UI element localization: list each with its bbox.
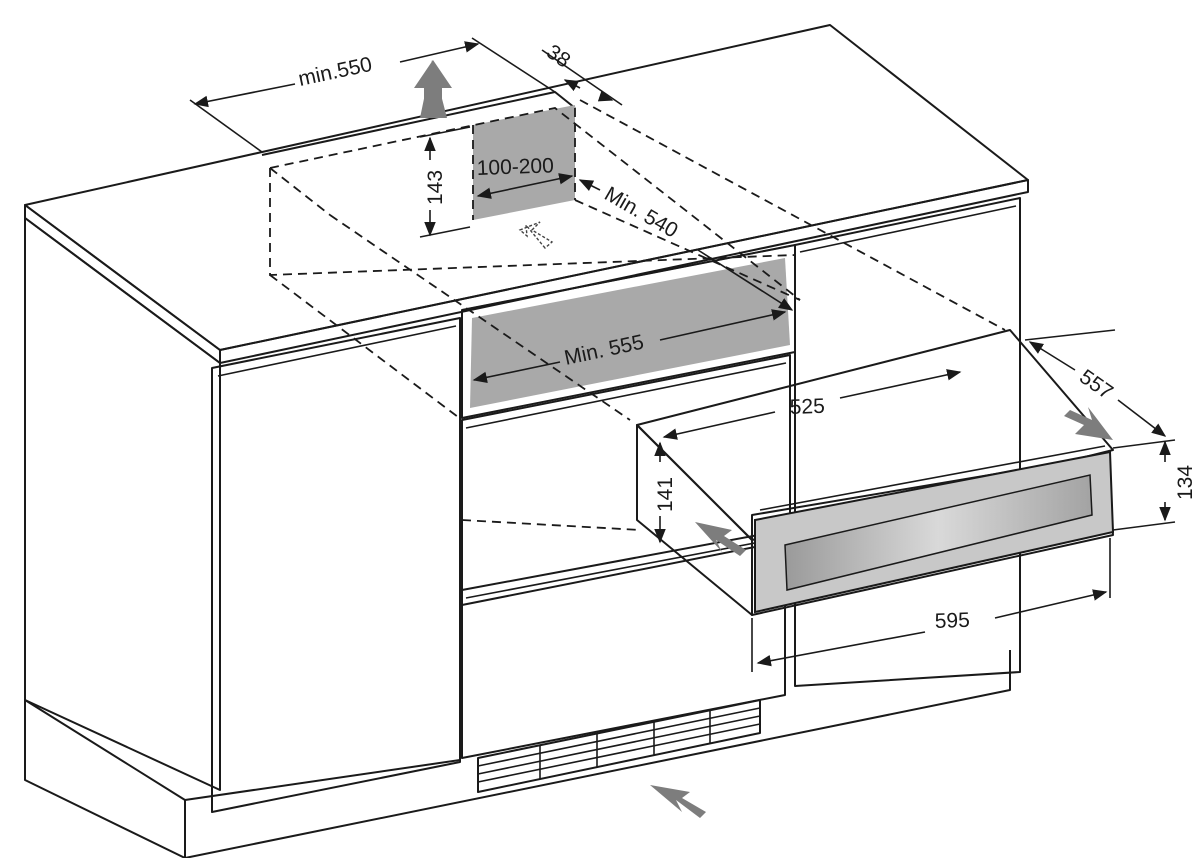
dim-front-width: 595: [934, 609, 970, 633]
dim-cutout-height: 143: [424, 170, 447, 205]
dim-front-height: 134: [1174, 465, 1197, 500]
dimension-lines: [189, 37, 1176, 672]
warming-drawer: [636, 329, 1115, 616]
ventilation-grille: [477, 699, 761, 793]
airflow-outline-arrow-icon: [518, 221, 554, 249]
left-door: [211, 317, 461, 813]
airflow-arrow-icon: [695, 522, 746, 556]
airflow-arrow-icon: [650, 785, 706, 818]
middle-drawers: [461, 354, 791, 759]
airflow-arrow-icon: [1064, 407, 1113, 440]
right-door: [794, 197, 1021, 687]
cabinet-body: [24, 217, 1011, 858]
dim-cutout-width: min.550: [296, 53, 374, 91]
niche: [461, 244, 796, 419]
dim-depth-offset: 38: [542, 40, 574, 72]
airflow-arrow-icon: [414, 60, 452, 118]
dim-appliance-height: 141: [654, 477, 677, 512]
dim-gap: 100-200: [476, 154, 554, 180]
dim-appliance-depth: 525: [789, 395, 825, 419]
dim-appliance-full-depth: 557: [1075, 365, 1117, 404]
dim-cutout-depth: Min. 540: [601, 182, 682, 242]
airflow-arrows: [414, 60, 1113, 818]
